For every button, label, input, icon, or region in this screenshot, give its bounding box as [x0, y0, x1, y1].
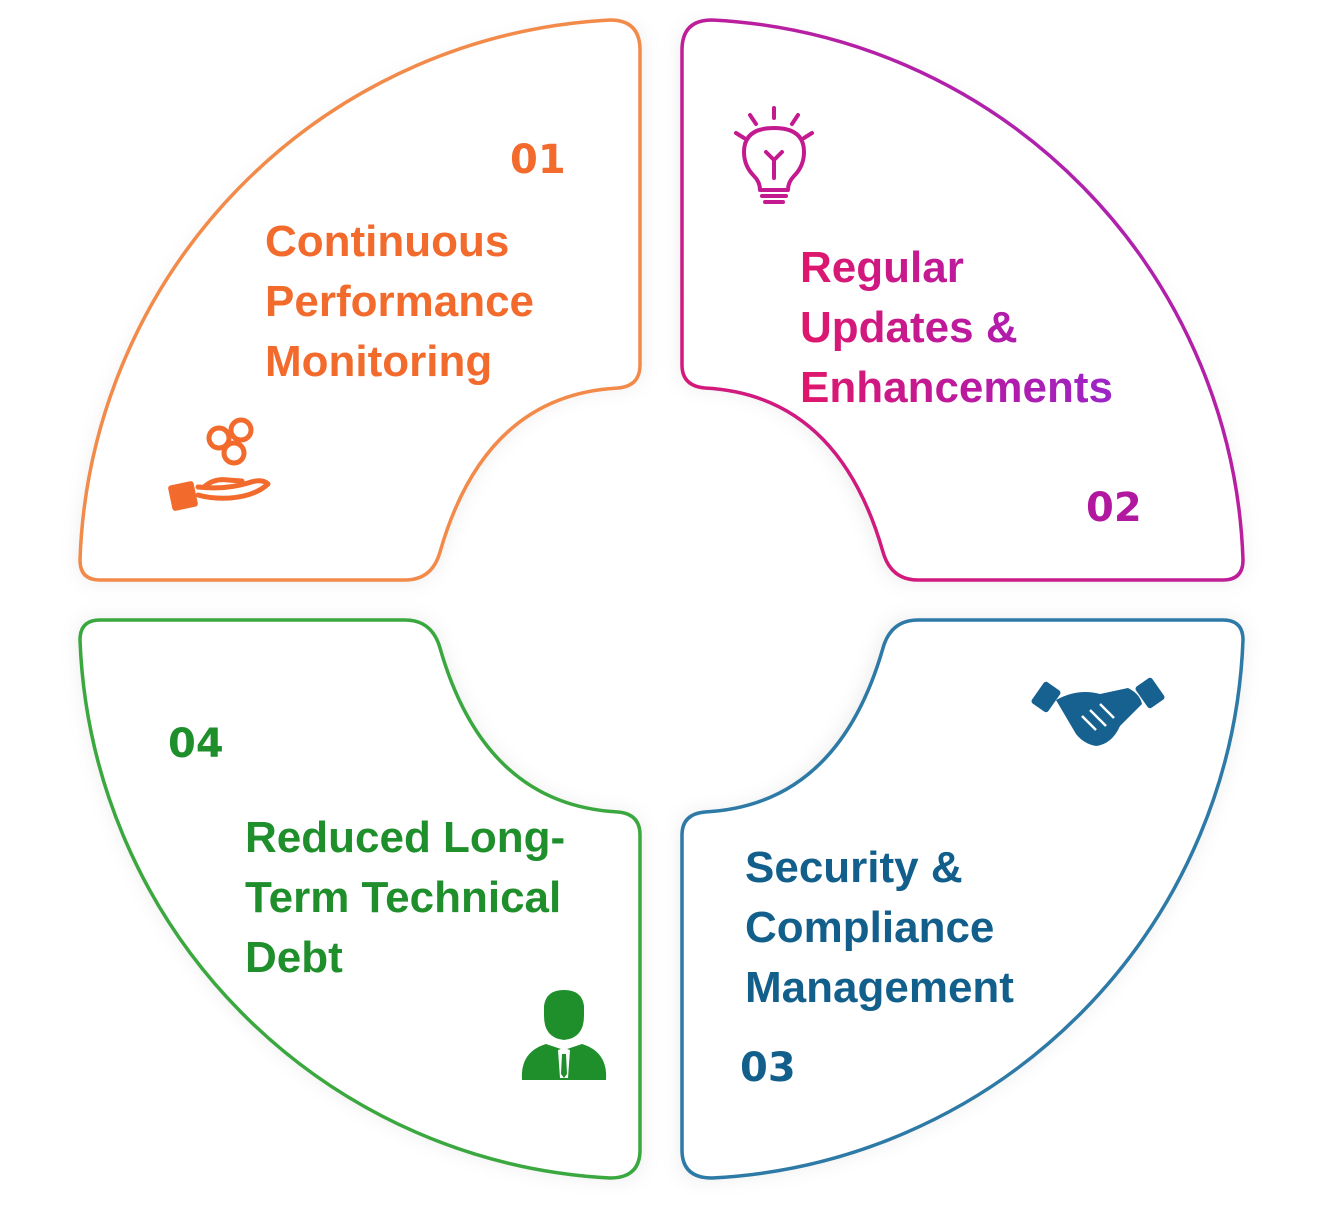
segment-03-number: 03	[740, 1045, 796, 1091]
segment-03-shape	[680, 618, 1245, 1180]
segment-04-shape	[78, 618, 642, 1180]
segment-04-label: Reduced Long- Term Technical Debt	[245, 808, 565, 988]
segment-02-shape	[680, 18, 1245, 582]
segment-03-label-line-1: Security &	[745, 843, 963, 892]
segment-01-shape	[78, 18, 642, 582]
lightbulb-icon	[734, 106, 814, 204]
businessman-icon	[521, 990, 607, 1080]
segment-02-label-line-1: Regular	[800, 243, 964, 292]
segment-02-label-line-3: Enhancements	[800, 363, 1113, 412]
segment-02-number: 02	[1086, 485, 1142, 531]
segment-01-number: 01	[510, 137, 566, 183]
segment-04-label-line-1: Reduced Long-	[245, 813, 566, 862]
segment-01-label-line-3: Monitoring	[265, 337, 493, 386]
segment-04-label-line-2: Term Technical	[245, 873, 562, 922]
hand-coins-icon	[168, 417, 271, 511]
segment-02-label-line-2: Updates &	[800, 303, 1018, 352]
segment-04-label-line-3: Debt	[245, 933, 343, 982]
segment-01-label-line-1: Continuous	[265, 217, 510, 266]
segment-02-label: Regular Updates & Enhancements	[800, 238, 1113, 418]
segment-03-label: Security & Compliance Management	[745, 838, 1014, 1018]
segment-01-label-line-2: Performance	[265, 277, 535, 326]
segment-03-label-line-2: Compliance	[745, 903, 995, 952]
segment-03-label-line-3: Management	[745, 963, 1014, 1012]
segment-04-number: 04	[168, 721, 224, 767]
handshake-icon	[1031, 677, 1165, 746]
segment-01-label: Continuous Performance Monitoring	[265, 212, 534, 392]
